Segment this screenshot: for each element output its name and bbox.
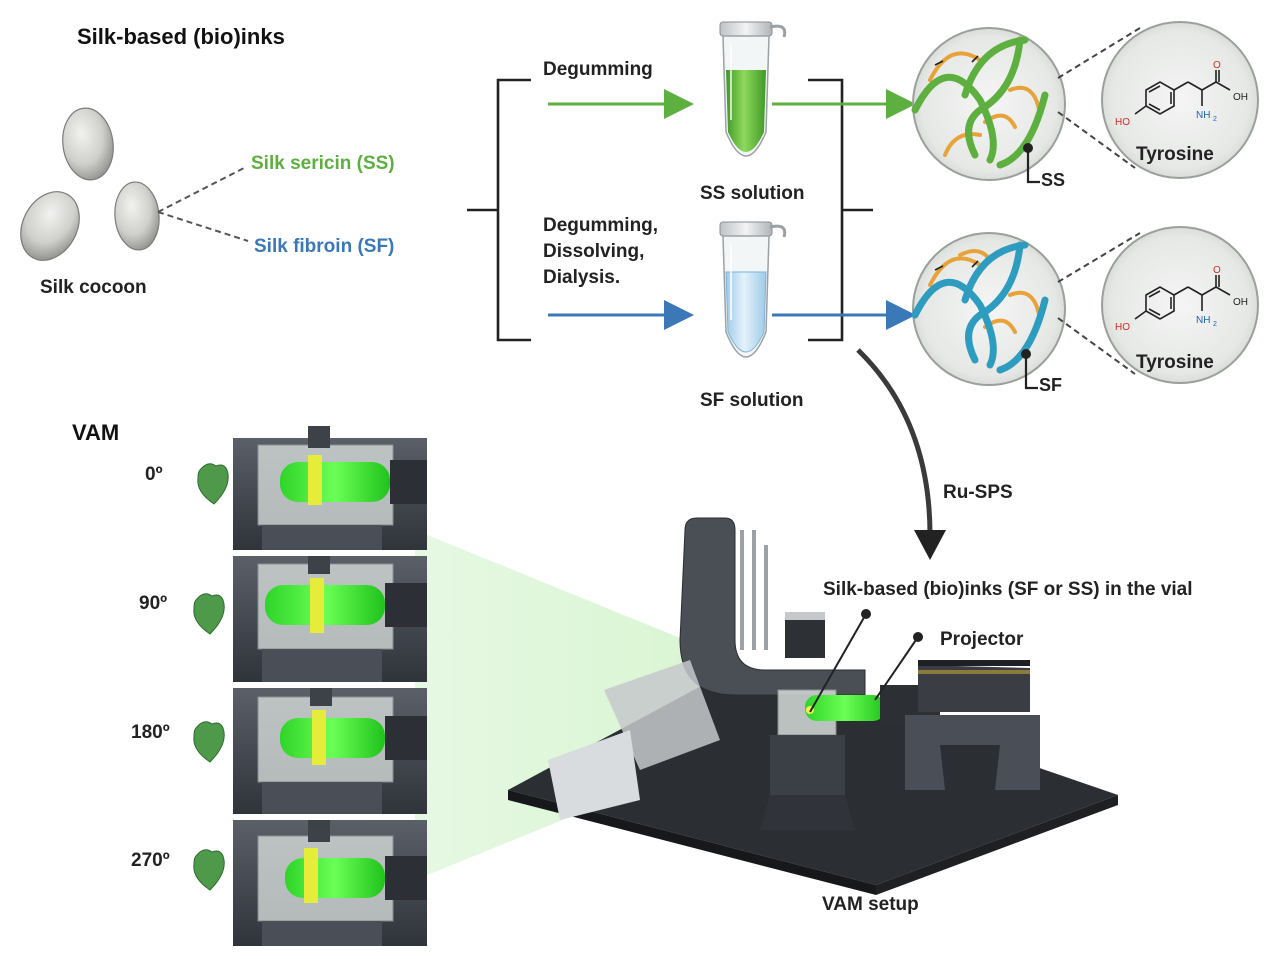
ss-tag-label: SS: [1041, 170, 1065, 190]
angle-label-180: 180º: [131, 722, 170, 743]
figure-title: Silk-based (bio)inks: [77, 24, 285, 49]
sf-step-label-1: Degumming,: [543, 215, 658, 236]
vam-panel-270: [233, 820, 427, 946]
tyrosine-ho-atom: HO: [1115, 117, 1130, 128]
silk-sericin-label: Silk sericin (SS): [251, 153, 395, 174]
sf-tag-label: SF: [1039, 375, 1062, 395]
vam-setup-apparatus: [508, 517, 1118, 895]
ss-solution-label: SS solution: [700, 183, 805, 204]
ru-sps-label: Ru-SPS: [943, 482, 1013, 503]
tyrosine-structure-top: HO O OH NH 2: [1101, 21, 1259, 179]
tyrosine-oh-atom: OH: [1233, 92, 1248, 103]
sf-molecule-circle: [911, 232, 1066, 390]
tyrosine-nh-sub: 2: [1213, 116, 1217, 123]
tyrosine-oh-atom-2: OH: [1233, 297, 1248, 308]
heart-model-icon: [193, 463, 229, 891]
tyrosine-ho-atom-2: HO: [1115, 322, 1130, 333]
angle-label-270: 270º: [131, 850, 170, 871]
vam-title: VAM: [72, 420, 119, 445]
vam-panel-90: [233, 556, 427, 682]
vial-label: Silk-based (bio)inks (SF or SS) in the v…: [823, 579, 1193, 600]
angle-label-0: 0º: [145, 464, 163, 485]
ss-tube-icon: [719, 21, 787, 157]
tyrosine-nh-atom: NH: [1196, 110, 1210, 121]
vam-panel-180: [233, 688, 427, 814]
silk-cocoon-label: Silk cocoon: [40, 277, 147, 298]
right-bracket: [808, 78, 873, 342]
silk-cocoon-icon: [20, 107, 160, 261]
angle-label-90: 90º: [139, 593, 167, 614]
tyrosine-nh-sub-2: 2: [1213, 321, 1217, 328]
tyrosine-o-atom-2: O: [1213, 265, 1221, 276]
silk-fibroin-label: Silk fibroin (SF): [254, 236, 394, 257]
vam-setup-label: VAM setup: [822, 894, 919, 915]
ss-step-label: Degumming: [543, 59, 653, 80]
tyrosine-label-top: Tyrosine: [1136, 144, 1214, 165]
tyrosine-label-bottom: Tyrosine: [1136, 352, 1214, 373]
ru-sps-arrow: [856, 348, 933, 536]
tyrosine-structure-bottom: HO O OH NH 2: [1101, 226, 1259, 384]
sf-solution-label: SF solution: [700, 390, 803, 411]
projector-label: Projector: [940, 629, 1024, 650]
vam-panel-0: [233, 426, 427, 550]
sf-step-label-2: Dissolving,: [543, 241, 644, 262]
left-bracket: [467, 78, 531, 342]
sf-step-label-3: Dialysis.: [543, 267, 620, 288]
tyrosine-nh-atom-2: NH: [1196, 315, 1210, 326]
ss-molecule-circle: [911, 27, 1066, 184]
sf-tube-icon: [719, 221, 787, 358]
tyrosine-o-atom: O: [1213, 60, 1221, 71]
